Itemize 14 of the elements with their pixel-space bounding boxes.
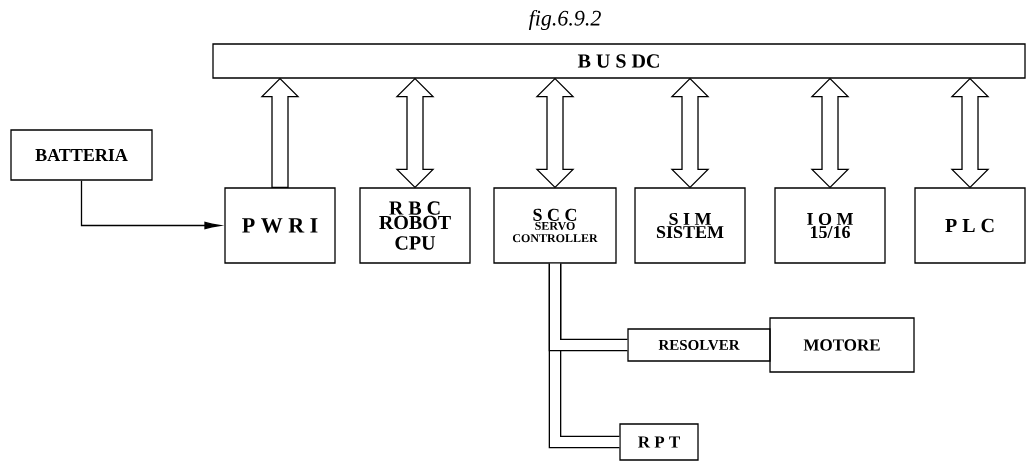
process-box: S C C SERVO CONTROLLER xyxy=(493,187,617,264)
process-box: R P T xyxy=(619,423,699,461)
process-box: R B C ROBOT CPU xyxy=(359,187,471,264)
process-box: I O M 15/16 xyxy=(774,187,886,264)
hollow-arrow xyxy=(260,77,300,188)
process-box: S I M SISTEM xyxy=(634,187,746,264)
process-box: BATTERIA xyxy=(10,129,153,181)
process-box: MOTORE xyxy=(769,317,915,373)
bus-bar: B U S DC xyxy=(212,43,1026,79)
process-box: RESOLVER xyxy=(627,328,771,362)
process-box: P W R I xyxy=(224,187,336,264)
process-box: P L C xyxy=(914,187,1026,264)
double-line xyxy=(548,263,628,352)
figure-title: fig.6.9.2 xyxy=(528,9,601,31)
